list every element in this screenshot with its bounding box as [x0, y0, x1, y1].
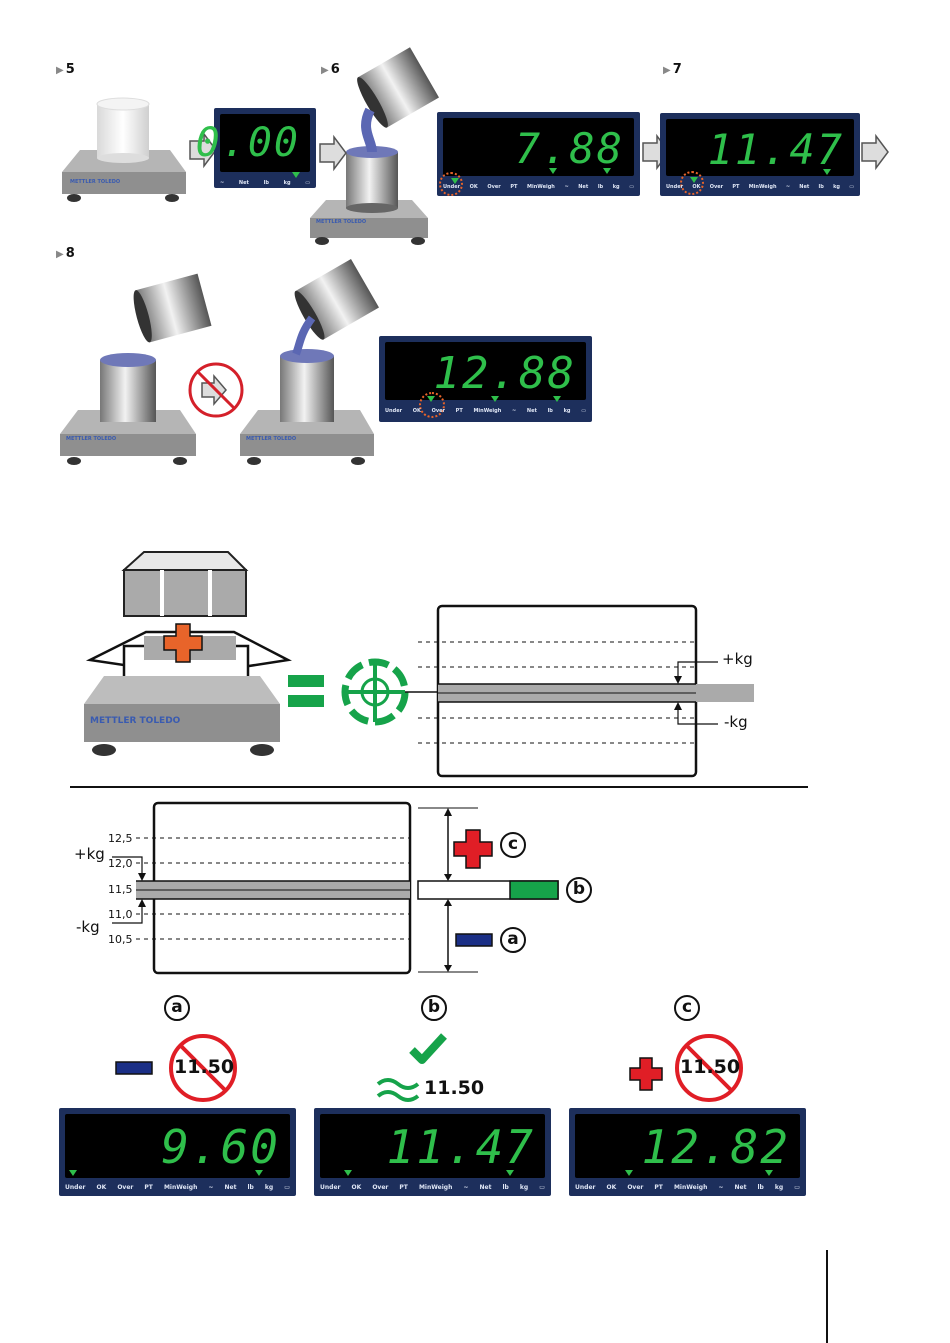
approx-icon [376, 1078, 420, 1102]
highlight-ok [680, 171, 704, 195]
tick-11-5: 11,5 [108, 883, 133, 896]
indicator-arrow-icon [292, 172, 300, 178]
scale-step5: METTLER TOLEDO [62, 97, 186, 202]
minus-kg-label: -kg [724, 713, 748, 731]
tick-10-5: 10,5 [108, 933, 133, 946]
plus-icon [163, 623, 203, 663]
svg-text:METTLER TOLEDO: METTLER TOLEDO [246, 436, 296, 442]
filling-steps-illustration: METTLER TOLEDO METTLER TOLEDO METTLER TO… [60, 47, 889, 465]
plus-icon [629, 1057, 663, 1091]
tolerance-chart [112, 801, 559, 975]
marker-c: c [674, 995, 700, 1021]
svg-text:METTLER TOLEDO: METTLER TOLEDO [66, 436, 116, 442]
target-value-a: 11.50 [174, 1056, 235, 1078]
step-8-label: ▶8 [56, 246, 75, 261]
target-value-b: 11.50 [424, 1077, 485, 1099]
target-icon [341, 658, 409, 726]
step-5-label: ▶5 [56, 62, 75, 77]
target-value-c: 11.50 [680, 1056, 741, 1078]
target-weighing-illustration: METTLER TOLEDO [84, 551, 754, 778]
equals-icon [288, 675, 324, 687]
page-margin-rule [826, 1250, 828, 1343]
minus-icon [455, 933, 493, 947]
svg-text:METTLER TOLEDO: METTLER TOLEDO [316, 219, 366, 225]
highlight-over [419, 392, 445, 418]
marker-b: b [566, 877, 592, 903]
minus-icon [115, 1061, 153, 1075]
tick-12-5: 12,5 [108, 832, 133, 845]
arrow-right-icon [189, 131, 217, 169]
scale-brand-label: METTLER TOLEDO [70, 179, 120, 185]
plus-icon [453, 829, 493, 869]
plus-kg-label: +kg [722, 650, 753, 668]
result-icons [115, 1033, 743, 1102]
not-allowed-arrow-icon [188, 362, 244, 418]
scale-step8-right: METTLER TOLEDO [240, 259, 379, 465]
scale-step8-left: METTLER TOLEDO [60, 273, 212, 465]
marker-c: c [500, 832, 526, 858]
display-value: 0.00 [195, 120, 300, 166]
marker-a: a [164, 995, 190, 1021]
tick-11-0: 11,0 [108, 908, 133, 921]
svg-text:METTLER TOLEDO: METTLER TOLEDO [90, 716, 181, 726]
arrow-right-icon [861, 133, 889, 171]
arrow-right-icon [319, 134, 347, 172]
tick-12-0: 12,0 [108, 857, 133, 870]
step-6-label: ▶6 [321, 62, 340, 77]
checkmark-icon [409, 1033, 447, 1064]
marker-a: a [500, 927, 526, 953]
scale-box: METTLER TOLEDO [84, 676, 280, 756]
minus-kg-label: -kg [76, 918, 100, 936]
step-7-label: ▶7 [663, 62, 682, 77]
highlight-under [439, 172, 463, 196]
plus-kg-label: +kg [74, 845, 105, 863]
marker-b: b [421, 995, 447, 1021]
section-divider [70, 786, 808, 788]
scale-step6: METTLER TOLEDO [310, 47, 439, 245]
